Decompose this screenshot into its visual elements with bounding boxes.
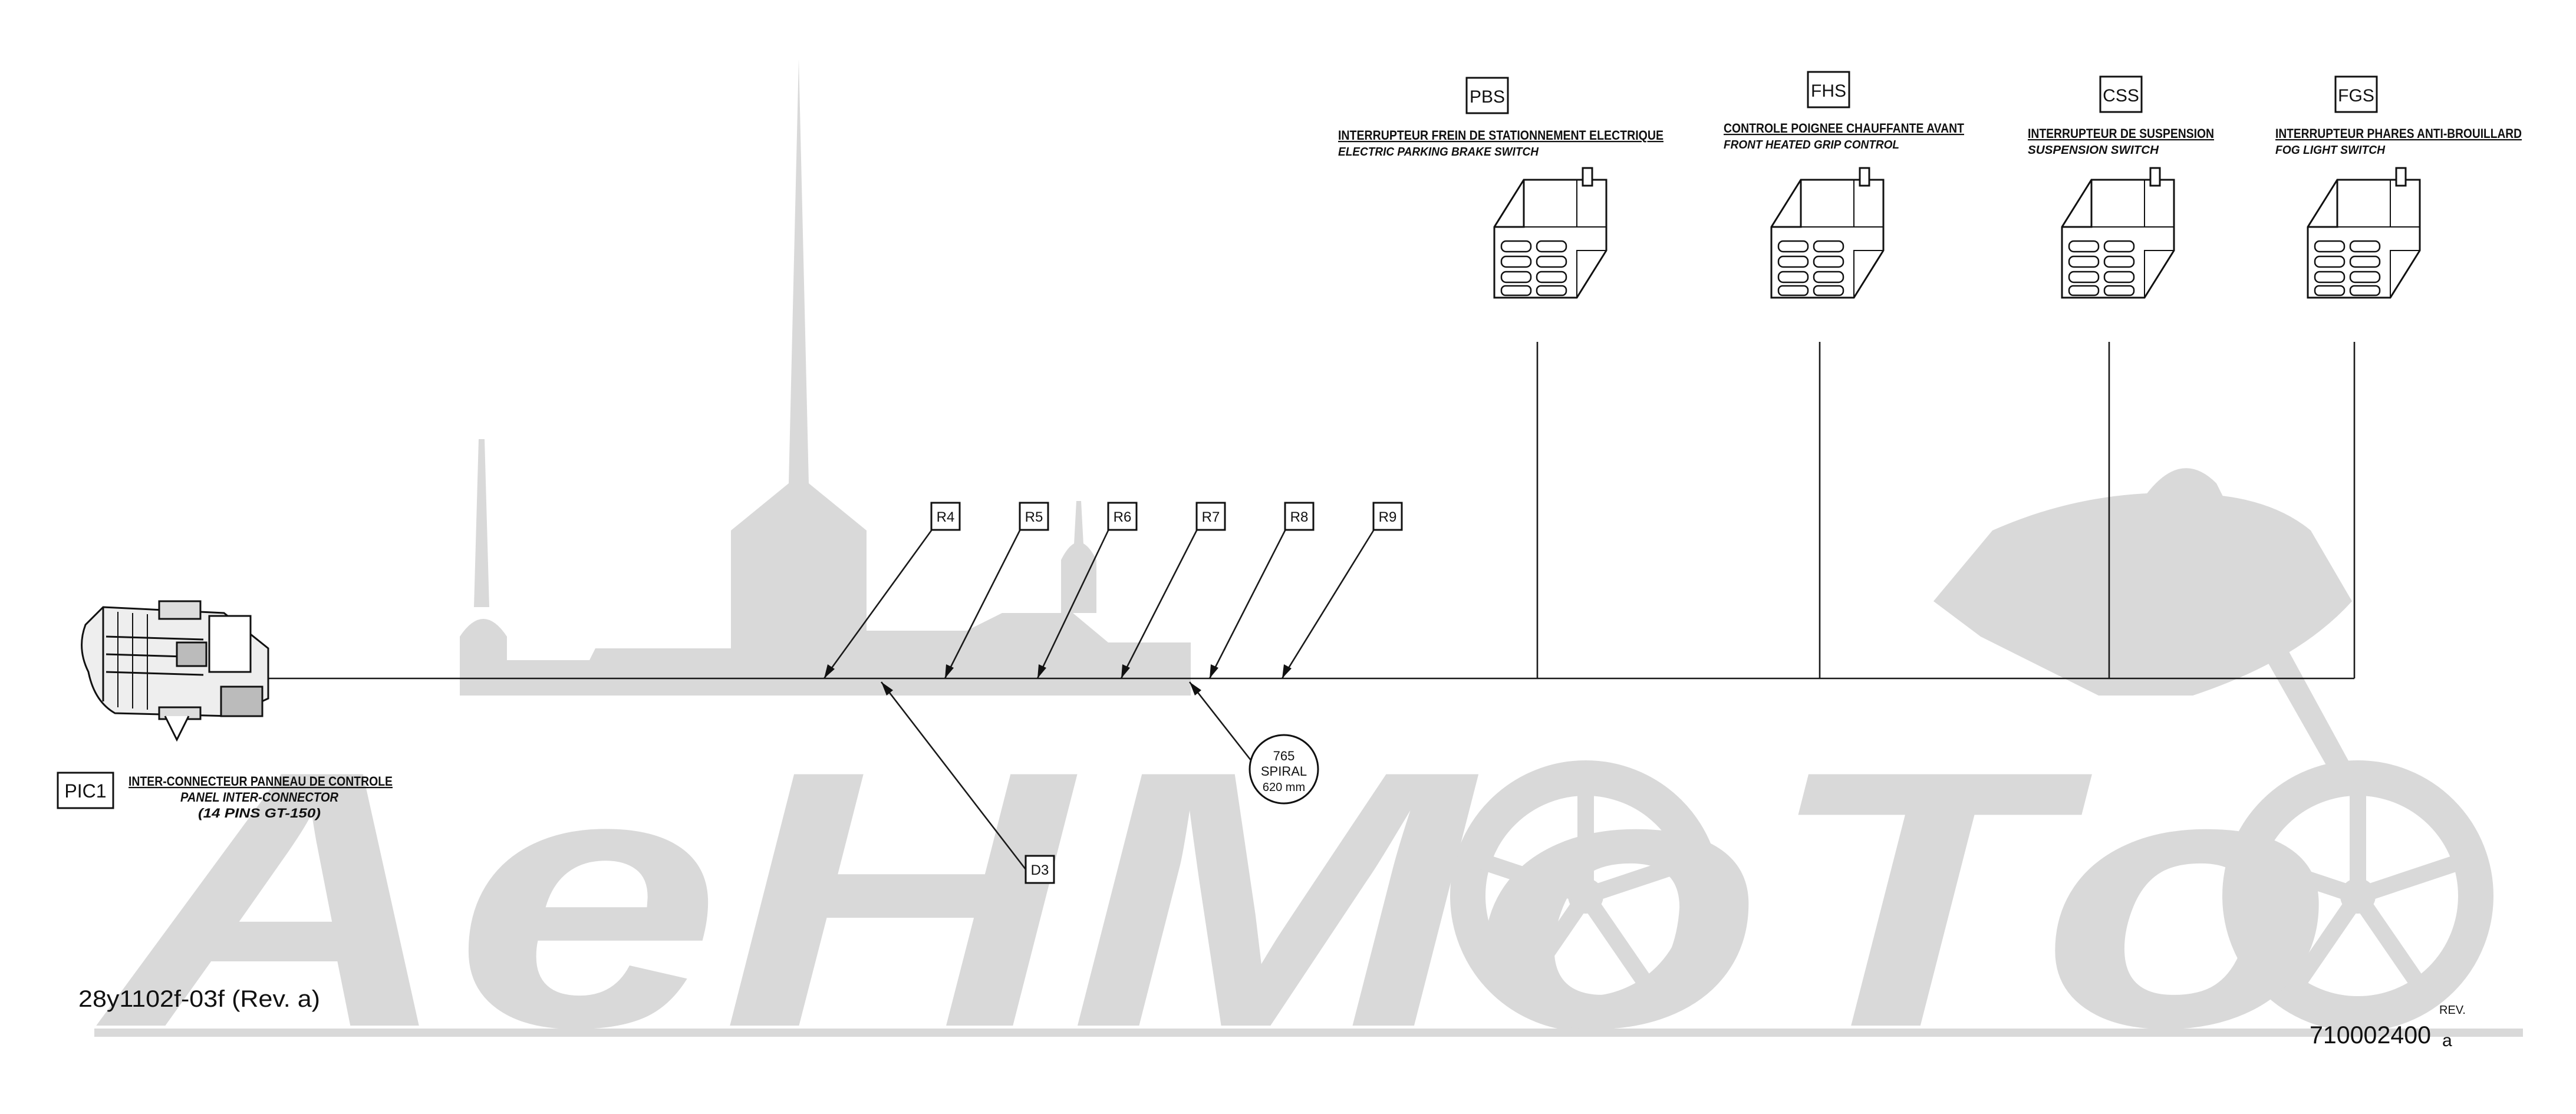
switch-fhs-label-en: FRONT HEATED GRIP CONTROL xyxy=(1724,139,1899,151)
leader-r5 xyxy=(944,530,1021,679)
pic1-code: PIC1 xyxy=(64,780,106,802)
pic1-box xyxy=(57,772,114,809)
switch-fhs-connector xyxy=(1770,167,1885,299)
switch-fgs-connector xyxy=(2307,167,2421,299)
watermark-rear-wheel xyxy=(1450,760,1721,1031)
watermark-cupola xyxy=(1061,542,1096,613)
leader-r4 xyxy=(823,530,933,679)
revision-value: a xyxy=(2442,1031,2452,1050)
leader-r8 xyxy=(1208,530,1286,679)
switch-css-code: CSS xyxy=(2103,86,2139,106)
switch-pbs-code: PBS xyxy=(1470,87,1505,107)
ref-d3-label: D3 xyxy=(1031,862,1049,878)
watermark-handlebar xyxy=(2146,468,2234,530)
watermark-spire xyxy=(731,59,867,696)
switch-fgs-code: FGS xyxy=(2338,86,2374,106)
watermark-base xyxy=(94,1029,2523,1037)
arrow-r4 xyxy=(824,664,835,678)
switch-css: CSS INTERRUPTEUR DE SUSPENSION SUSPENSIO… xyxy=(2028,75,2214,299)
leader-r6 xyxy=(1036,530,1109,679)
watermark-roof xyxy=(867,613,1191,696)
ref-r9-label: R9 xyxy=(1379,509,1397,525)
arrow-r5 xyxy=(945,664,954,678)
switch-pbs: PBS INTERRUPTEUR FREIN DE STATIONNEMENT … xyxy=(1338,77,1663,299)
arrow-r8 xyxy=(1210,664,1218,678)
ref-box-r5: R5 xyxy=(1019,502,1049,531)
spiral-type: SPIRAL xyxy=(1261,764,1307,779)
ref-r8-label: R8 xyxy=(1290,509,1309,525)
watermark-rear-spokes xyxy=(1477,784,1695,995)
watermark-fork xyxy=(2193,519,2358,790)
ref-box-r6: R6 xyxy=(1107,502,1138,531)
ref-r5-label: R5 xyxy=(1025,509,1043,525)
watermark-dome xyxy=(460,619,507,696)
panel-inter-connector xyxy=(81,600,269,742)
ref-box-d3: D3 xyxy=(1025,855,1055,884)
watermark-motorcycle xyxy=(1933,493,2352,696)
spiral-callout: 765 SPIRAL 620 mm xyxy=(1249,734,1319,805)
reference-boxes: R4 R5 R6 R7 R8 R9 D3 xyxy=(930,502,1403,884)
leader-r7 xyxy=(1120,530,1198,679)
arrow-spiral xyxy=(1190,682,1201,696)
ref-r7-label: R7 xyxy=(1202,509,1220,525)
switch-fgs-label-fr: INTERRUPTEUR PHARES ANTI-BROUILLARD xyxy=(2275,126,2522,141)
pic1-label-note: (14 PINS GT-150) xyxy=(198,806,321,820)
switch-fgs-label-en: FOG LIGHT SWITCH xyxy=(2275,144,2386,157)
watermark: AeHMoTo xyxy=(91,59,2523,1103)
spiral-number: 765 xyxy=(1273,749,1295,763)
reference-leaders xyxy=(823,530,1375,870)
switch-css-connector xyxy=(2061,167,2175,299)
harness xyxy=(268,342,2356,680)
spiral-length: 620 mm xyxy=(1263,781,1305,794)
ref-r4-label: R4 xyxy=(937,509,955,525)
document-reference: 28y1102f-03f (Rev. a) xyxy=(78,986,320,1012)
arrow-r9 xyxy=(1282,664,1292,678)
watermark-front-spokes xyxy=(2249,784,2467,995)
ref-box-r7: R7 xyxy=(1195,502,1226,531)
switch-css-label-en: SUSPENSION SWITCH xyxy=(2028,144,2159,157)
switch-fgs: FGS INTERRUPTEUR PHARES ANTI-BROUILLARD … xyxy=(2275,75,2522,299)
pic1-label-fr: INTER-CONNECTEUR PANNEAU DE CONTROLE xyxy=(129,774,393,789)
watermark-tower xyxy=(474,439,489,607)
watermark-front-wheel xyxy=(2222,760,2493,1031)
switch-pbs-label-en: ELECTRIC PARKING BRAKE SWITCH xyxy=(1338,146,1539,159)
arrow-d3 xyxy=(881,682,893,696)
switch-fhs-label-fr: CONTROLE POIGNEE CHAUFFANTE AVANT xyxy=(1724,121,1964,136)
main-connector: PIC1 INTER-CONNECTEUR PANNEAU DE CONTROL… xyxy=(57,600,393,820)
switch-pbs-connector xyxy=(1493,167,1607,299)
leader-spiral xyxy=(1188,681,1257,767)
ref-box-r9: R9 xyxy=(1372,502,1403,531)
ref-box-r8: R8 xyxy=(1284,502,1315,531)
ref-box-r4: R4 xyxy=(930,502,961,531)
ref-r6-label: R6 xyxy=(1114,509,1132,525)
revision-label: REV. xyxy=(2439,1004,2466,1017)
leader-r9 xyxy=(1281,530,1375,679)
switch-css-label-fr: INTERRUPTEUR DE SUSPENSION xyxy=(2028,126,2214,141)
arrow-r6 xyxy=(1037,664,1046,678)
watermark-brand: AeHMoTo xyxy=(91,696,2334,1103)
switch-fhs-code: FHS xyxy=(1811,81,1846,101)
leader-d3 xyxy=(880,681,1027,870)
part-number: 710002400 xyxy=(2310,1021,2431,1049)
watermark-small-spire xyxy=(1073,501,1085,566)
arrow-r7 xyxy=(1121,664,1130,678)
watermark-skyline xyxy=(507,648,731,696)
switch-fhs: FHS CONTROLE POIGNEE CHAUFFANTE AVANT FR… xyxy=(1724,71,1964,299)
pic1-label-en: PANEL INTER-CONNECTOR xyxy=(180,790,338,805)
switch-pbs-label-fr: INTERRUPTEUR FREIN DE STATIONNEMENT ELEC… xyxy=(1338,128,1663,143)
title-block: 28y1102f-03f (Rev. a) 710002400 REV. a xyxy=(78,986,2466,1050)
